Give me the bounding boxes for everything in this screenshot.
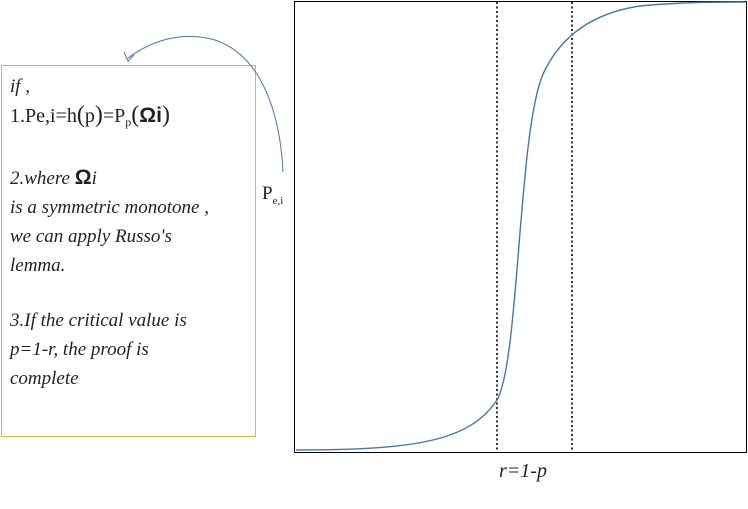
condition-1: 1.Pe,i=h(p)=Pp(Ωi) [10, 102, 170, 129]
sigmoid-curve [295, 1, 746, 451]
condition-1-prefix: 1.Pe,i=h [10, 105, 77, 127]
if-line: if , [10, 76, 31, 97]
condition-1-i: i [156, 104, 162, 127]
condition-3-line3: complete [10, 368, 79, 389]
condition-1-p: p [84, 105, 95, 127]
annotation-box: if , 1.Pe,i=h(p)=Pp(Ωi) 2.where Ωi is a … [1, 65, 256, 437]
omega-symbol: Ω [74, 166, 92, 189]
x-axis-label: r=1-p [499, 460, 547, 482]
arrowhead-icon [123, 51, 135, 62]
condition-2-line3: we can apply Russo's [10, 226, 172, 247]
condition-2-line4: lemma. [10, 255, 66, 276]
plot-frame [294, 1, 747, 453]
condition-3-line2: p=1-r, the proof is [10, 339, 149, 360]
condition-2-head: 2.where Ωi [10, 163, 247, 193]
y-axis-label: Pe,i [262, 183, 283, 207]
condition-2-prefix: 2.where [10, 168, 70, 189]
condition-2-i: i [91, 168, 97, 189]
omega-symbol: Ω [139, 104, 157, 127]
condition-1-sub: p [125, 115, 132, 129]
pointer-arrow [127, 35, 284, 173]
condition-1-eq: =P [102, 105, 126, 127]
condition-3-line1: 3.If the critical value is [10, 310, 187, 331]
y-axis-label-main: P [262, 183, 273, 204]
y-axis-label-sub: e,i [272, 195, 284, 207]
condition-2-line2: is a symmetric monotone , [10, 197, 209, 218]
